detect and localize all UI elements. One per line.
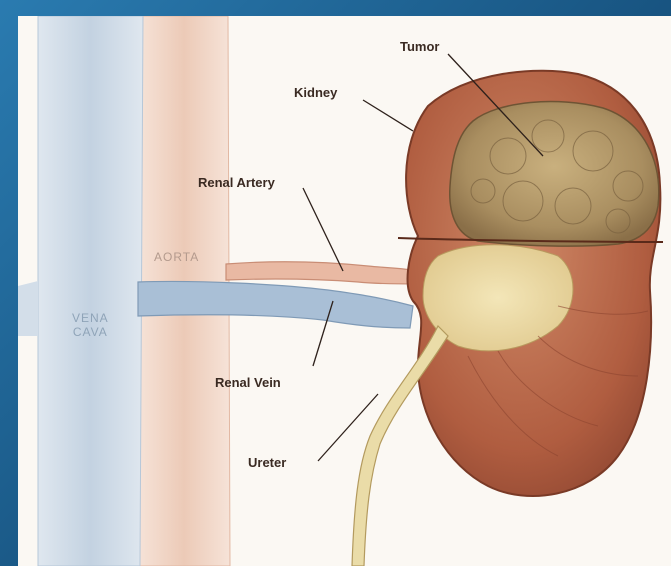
renal-artery-vessel (226, 262, 418, 284)
vena-cava-vessel (38, 16, 143, 566)
kidney-illustration (18, 16, 671, 566)
diagram-panel: Tumor Kidney Renal Artery AORTA VENA CAV… (18, 16, 671, 566)
aorta-label: AORTA (154, 251, 199, 263)
kidney-label: Kidney (294, 86, 337, 99)
ureter-label: Ureter (248, 456, 286, 469)
renal-artery-label: Renal Artery (198, 176, 275, 189)
tumor-label: Tumor (400, 40, 439, 53)
vena-cava-label: VENA CAVA (72, 312, 109, 340)
renal-vein-label: Renal Vein (215, 376, 281, 389)
tumor-mass (450, 102, 659, 247)
